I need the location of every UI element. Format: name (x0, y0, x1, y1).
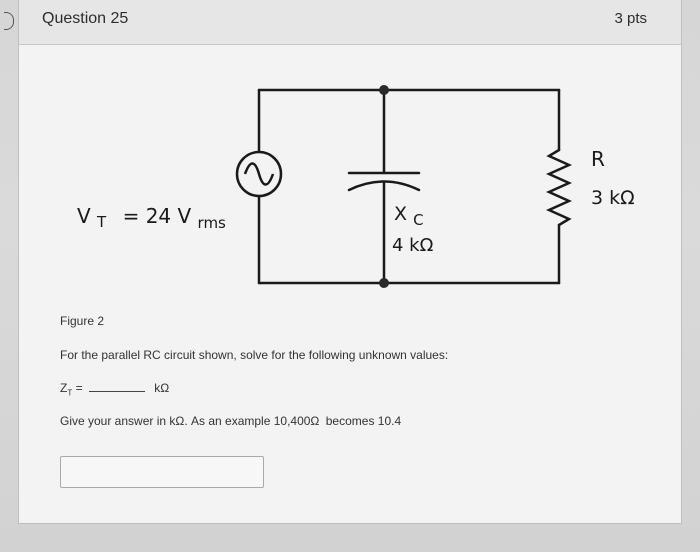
zt-blank (88, 383, 145, 392)
question-header: Question 25 3 pts (19, 0, 681, 45)
question-points: 3 pts (614, 10, 647, 27)
instruction-example: becomes 10.4 (325, 414, 402, 428)
question-card: Question 25 3 pts (18, 0, 682, 524)
zt-prompt: ZT = kΩ (60, 381, 169, 397)
zt-label: Z (60, 381, 68, 395)
zt-equals: = (75, 381, 83, 395)
zt-subscript: T (67, 388, 73, 398)
node-dot-top (379, 85, 389, 95)
zt-unit: kΩ (154, 381, 170, 395)
capacitor-value: 4 kΩ (392, 235, 434, 256)
chevron-right-icon[interactable] (4, 12, 14, 30)
instruction-text: Give your answer in kΩ. As an example 10… (60, 414, 401, 428)
figure-caption: Figure 2 (60, 314, 105, 328)
resistor-label: R (591, 147, 605, 171)
question-text: For the parallel RC circuit shown, solve… (60, 348, 449, 362)
instruction-main: Give your answer in kΩ. As an example 10… (60, 414, 320, 428)
circuit-diagram: V T = 24 V rms X C 4 kΩ R 3 kΩ (77, 85, 635, 288)
question-title: Question 25 (42, 10, 129, 27)
answer-input[interactable] (60, 456, 264, 488)
source-label: V T = 24 V rms (77, 204, 226, 232)
capacitor-label: X C (394, 203, 424, 229)
ac-source-icon (235, 150, 283, 198)
resistor-value: 3 kΩ (591, 187, 635, 209)
node-dot-bottom (379, 278, 389, 288)
